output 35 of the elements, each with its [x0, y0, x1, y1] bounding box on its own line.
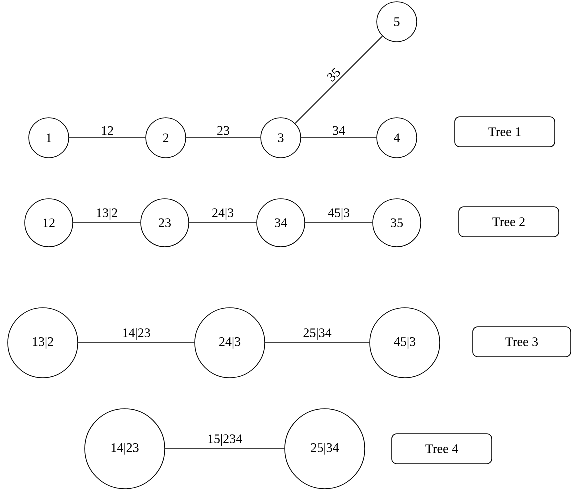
circle-node: 23 — [140, 198, 190, 248]
tree-label-box: Tree 2 — [458, 206, 560, 238]
circle-node: 35 — [372, 198, 422, 248]
edge-label: 24|3 — [210, 206, 236, 222]
circle-node: 1 — [28, 118, 70, 158]
tree-label-box: Tree 3 — [472, 326, 572, 358]
edge-label: 34 — [331, 124, 347, 137]
edge-label: 14|23 — [120, 326, 152, 342]
connector-line — [295, 36, 383, 124]
circle-node: 5 — [376, 2, 418, 42]
circle-node: 25|34 — [284, 408, 366, 490]
edge-label: 13|2 — [94, 206, 120, 222]
circle-node: 4 — [376, 118, 418, 158]
edge-label: 23 — [216, 124, 232, 137]
connector-line — [78, 342, 196, 344]
edge-label: 15|234 — [206, 432, 244, 448]
connector-line — [165, 448, 285, 450]
edge-label: 35 — [324, 65, 344, 85]
connector-line — [305, 222, 373, 224]
edge-label: 45|3 — [326, 206, 352, 222]
connector-line — [265, 342, 370, 344]
tree-label-box: Tree 4 — [392, 434, 492, 464]
connector-line — [73, 222, 142, 224]
edge-label: 25|34 — [302, 326, 334, 342]
connector-line — [189, 222, 257, 224]
circle-node: 24|3 — [194, 308, 266, 378]
edge-label: 12 — [100, 124, 116, 137]
circle-node: 2 — [146, 118, 186, 158]
circle-node: 3 — [260, 118, 302, 158]
circle-node: 13|2 — [8, 308, 78, 378]
circle-node: 14|23 — [84, 408, 166, 490]
circle-node: 45|3 — [370, 308, 440, 378]
tree-label-box: Tree 1 — [454, 116, 556, 148]
circle-node: 12 — [24, 198, 74, 248]
circle-node: 34 — [256, 198, 306, 248]
